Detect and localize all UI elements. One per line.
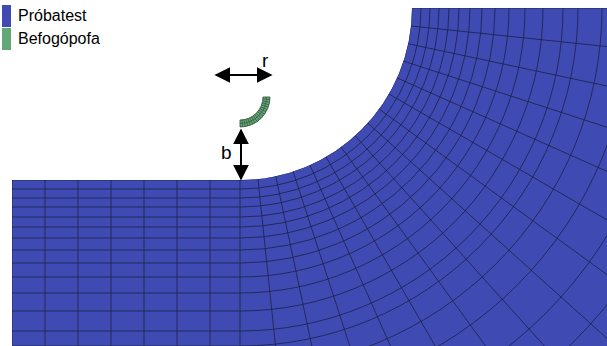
- specimen-mesh: [12, 8, 607, 346]
- legend-row: Próbatest: [2, 4, 100, 27]
- legend-swatch: [2, 28, 11, 50]
- gap-label: b: [221, 143, 232, 162]
- radius-label: r: [262, 51, 268, 70]
- legend: PróbatestBefogópofa: [2, 4, 100, 50]
- jaw-mesh: [240, 97, 270, 127]
- specimen-body: [12, 8, 607, 346]
- legend-swatch: [2, 5, 11, 27]
- legend-row: Befogópofa: [2, 27, 100, 50]
- gap-dimension-arrow: [240, 130, 242, 179]
- radius-dimension-arrow: [216, 74, 271, 76]
- jaw-body: [240, 97, 270, 127]
- legend-text: Befogópofa: [18, 30, 100, 48]
- legend-text: Próbatest: [18, 7, 86, 25]
